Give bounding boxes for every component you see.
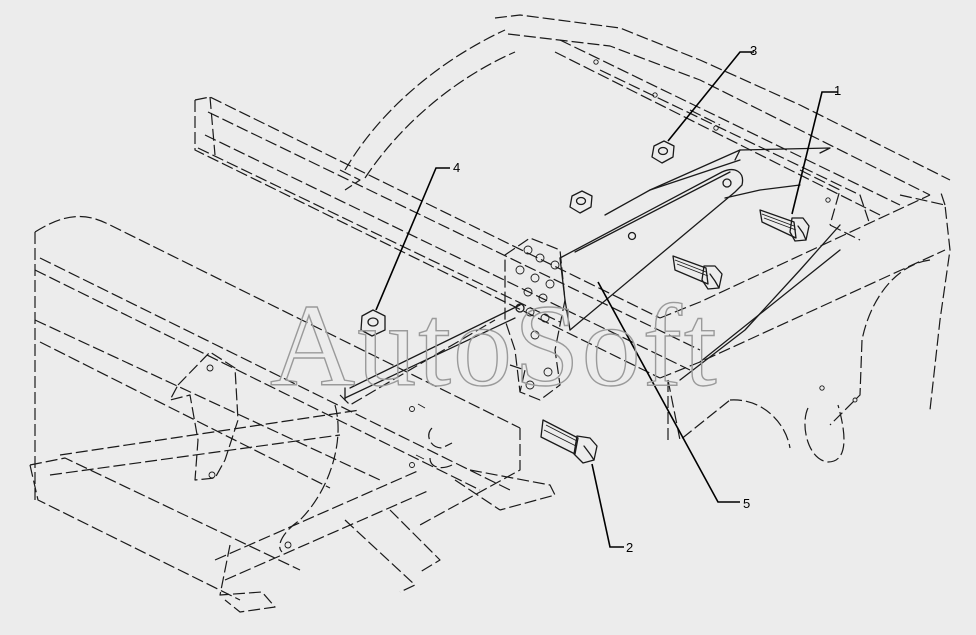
bolt-1: [759, 209, 810, 242]
leader-2: [591, 463, 624, 548]
leader-3: [667, 51, 754, 142]
bolt-2: [540, 419, 598, 464]
callout-2: 2: [626, 540, 633, 555]
nut-middle: [569, 190, 593, 214]
leader-4: [375, 167, 450, 311]
bolt-middle: [672, 255, 723, 290]
callout-5: 5: [743, 496, 750, 511]
nut-4: [360, 309, 386, 337]
mounting-plate: [504, 237, 566, 401]
leader-lines: [375, 51, 838, 548]
tie-bar: [344, 169, 744, 401]
callout-4: 4: [453, 160, 460, 175]
callout-labels: 1 2 3 4 5: [453, 43, 841, 555]
autosoft-watermark: AutoSoft: [270, 280, 719, 411]
leader-5: [597, 281, 740, 503]
leader-1: [791, 91, 838, 215]
callout-3: 3: [750, 43, 757, 58]
rear-frame: [339, 14, 951, 463]
rear-bracket: [604, 147, 841, 381]
callout-1: 1: [834, 83, 841, 98]
front-frame: [29, 215, 556, 613]
nut-3: [651, 140, 675, 164]
